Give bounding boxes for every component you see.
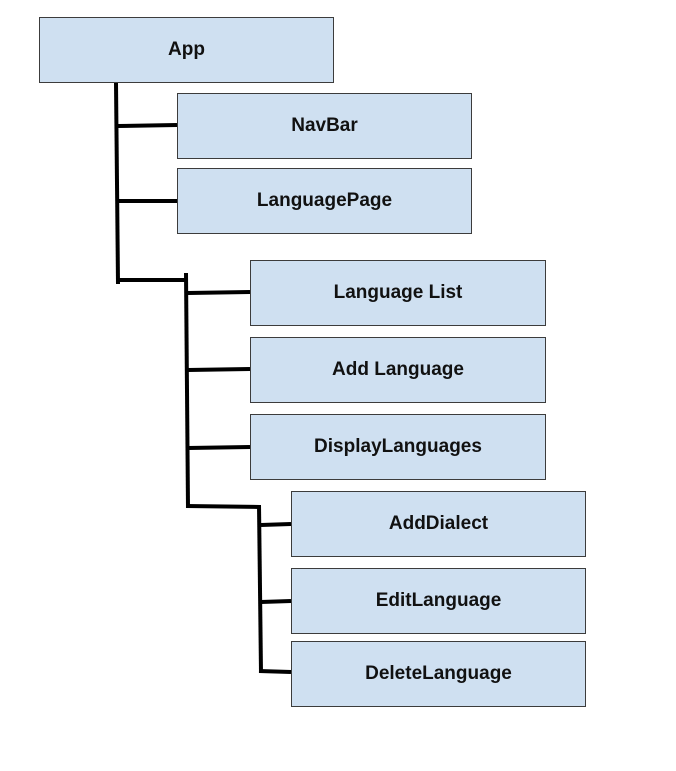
node-delete-language: DeleteLanguage: [291, 641, 586, 707]
node-language-list: Language List: [250, 260, 546, 326]
node-navbar-label: NavBar: [291, 115, 358, 136]
node-edit-language: EditLanguage: [291, 568, 586, 634]
node-display-languages-label: DisplayLanguages: [314, 436, 482, 457]
node-edit-language-label: EditLanguage: [375, 590, 502, 611]
connector-delete-language: [258, 669, 292, 674]
node-display-languages: DisplayLanguages: [250, 414, 546, 480]
connector-edit-language: [260, 599, 292, 604]
app-trunk-line: [114, 82, 120, 285]
node-add-language-label: Add Language: [332, 359, 464, 380]
node-app-label: App: [168, 39, 205, 60]
languagepage-trunk-line: [184, 272, 190, 509]
node-languagepage-label: LanguagePage: [256, 190, 393, 211]
node-add-language: Add Language: [250, 337, 546, 403]
connector-add-dialect: [260, 522, 292, 527]
node-language-list-label: Language List: [333, 282, 463, 303]
connector-app-navbar: [117, 123, 178, 128]
node-add-dialect-label: AddDialect: [388, 513, 489, 534]
node-add-dialect: AddDialect: [291, 491, 586, 557]
displaylanguages-trunk-line: [257, 504, 263, 674]
node-app: App: [39, 17, 334, 83]
connector-add-language: [187, 367, 251, 372]
node-delete-language-label: DeleteLanguage: [365, 663, 512, 684]
connector-language-list: [187, 290, 251, 295]
node-languagepage: LanguagePage: [177, 168, 472, 234]
connector-languagepage-subtree: [185, 504, 261, 509]
node-navbar: NavBar: [177, 93, 472, 159]
connector-display-languages: [187, 445, 251, 450]
